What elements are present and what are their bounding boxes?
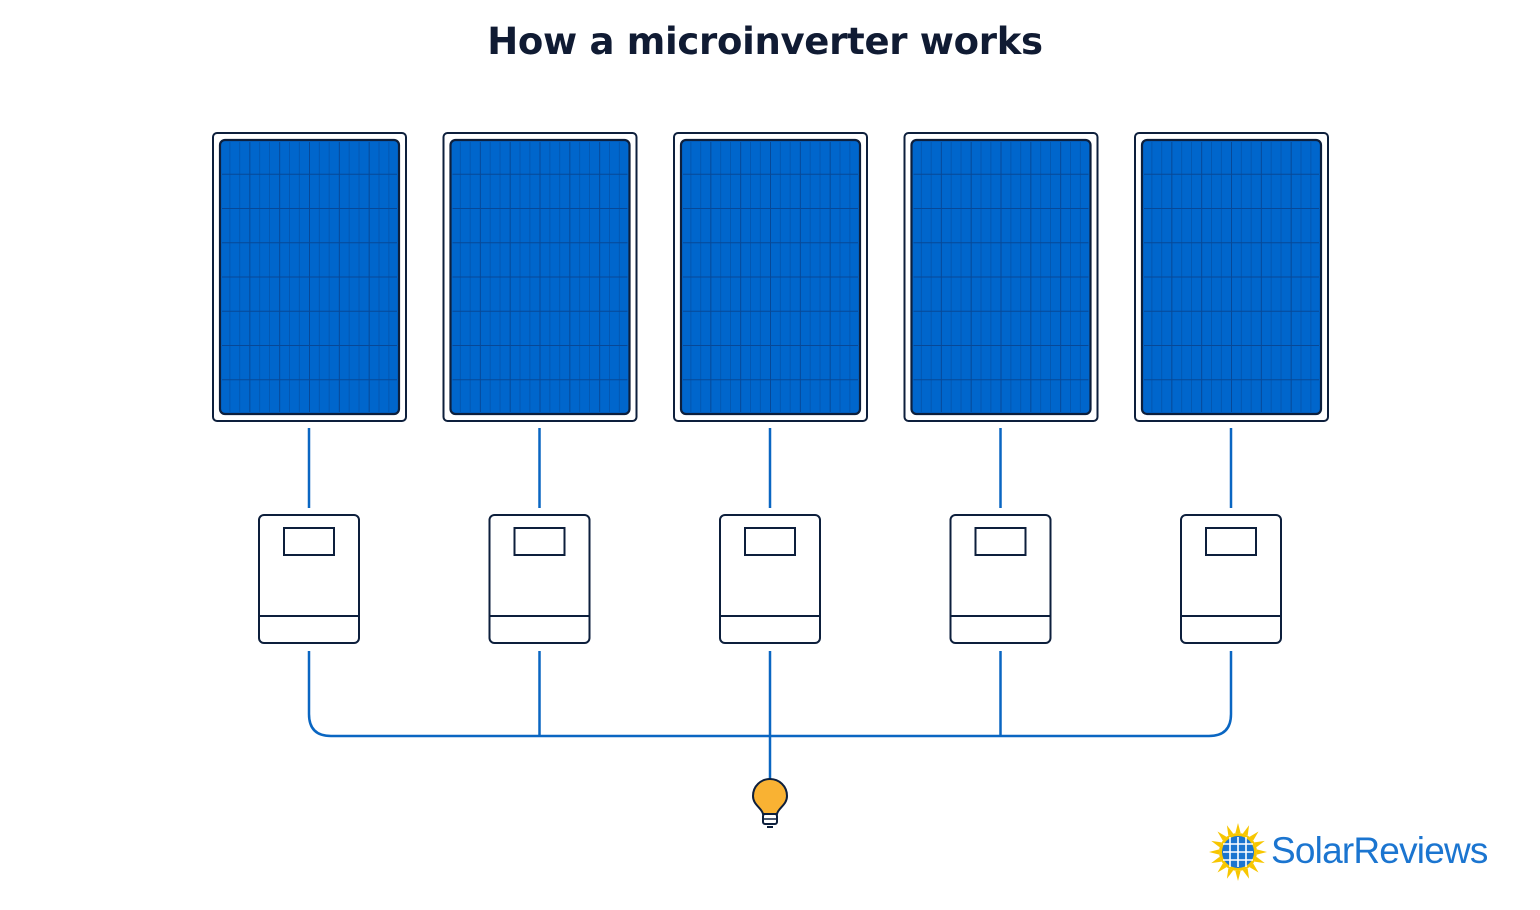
microinverter (1180, 514, 1282, 644)
page-title: How a microinverter works (487, 20, 1043, 63)
solar-panel (1134, 132, 1329, 422)
microinverter (719, 514, 821, 644)
sun-logo-icon (1209, 823, 1267, 881)
inverter-display (513, 527, 566, 556)
solar-panel-row (212, 132, 1329, 422)
wiring (307, 428, 1233, 785)
microinverter-row (258, 514, 1282, 644)
solar-panel (442, 132, 638, 422)
inverter-display (283, 527, 335, 556)
microinverter (949, 514, 1052, 644)
light-bulb-icon (751, 777, 789, 828)
brand-name: SolarReviews (1271, 830, 1488, 872)
solarreviews-logo: SolarReviews (1208, 822, 1528, 881)
solar-panel (212, 132, 407, 422)
microinverter (258, 514, 360, 644)
solar-panel (673, 132, 868, 422)
brand-name-solar: Solar (1271, 830, 1354, 871)
microinverter (488, 514, 591, 644)
solar-panel (903, 132, 1099, 422)
brand-name-reviews: Reviews (1353, 830, 1488, 871)
inverter-display (974, 527, 1027, 556)
inverter-display (1205, 527, 1257, 556)
inverter-display (744, 527, 796, 556)
